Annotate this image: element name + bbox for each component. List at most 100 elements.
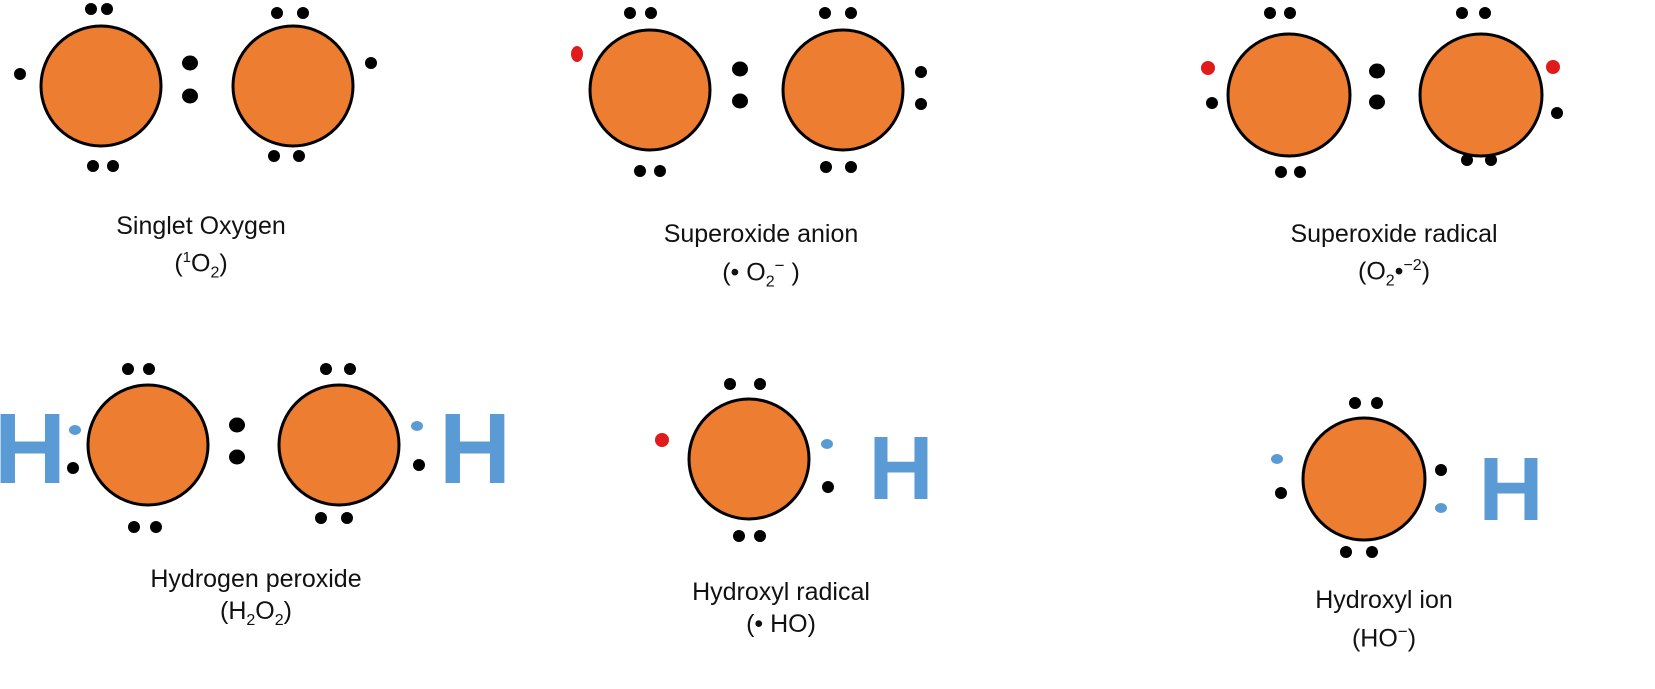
hydrogen-atom-label: H [869, 419, 934, 519]
oxygen-atom [1418, 32, 1544, 158]
hydrogen-atom-label: H [1479, 440, 1544, 540]
electron [754, 378, 766, 390]
electron [820, 161, 832, 173]
molecule-name: Singlet Oxygen [116, 212, 286, 240]
electron [733, 530, 745, 542]
electron [1485, 154, 1497, 166]
shared-electron [732, 93, 748, 109]
electron [101, 3, 113, 15]
electron [724, 378, 736, 390]
electron [85, 3, 97, 15]
electron [1284, 7, 1296, 19]
electron [915, 98, 927, 110]
electron [271, 7, 283, 19]
electron [87, 160, 99, 172]
caption-superoxide-radical: Superoxide radical (O2•−2) [1184, 218, 1604, 297]
electron [143, 363, 155, 375]
electron [1479, 7, 1491, 19]
oxygen-atom [1301, 416, 1427, 542]
hydrogen-atom-label: H [0, 393, 66, 505]
molecule-formula: (• O2− ) [722, 256, 800, 291]
electron [1456, 7, 1468, 19]
electron [845, 7, 857, 19]
molecule-name: Hydroxyl radical [692, 578, 870, 606]
electron [14, 68, 26, 80]
electron [1461, 154, 1473, 166]
unpaired-electron [655, 433, 669, 447]
molecule-name: Superoxide radical [1290, 220, 1498, 248]
oxygen-atom [86, 383, 210, 507]
electron [128, 521, 140, 533]
electron [315, 512, 327, 524]
oxygen-atom [277, 383, 401, 507]
oxygen-atom [687, 397, 811, 521]
shared-electron [229, 449, 245, 465]
shared-electron [1369, 63, 1385, 79]
electron [1206, 97, 1218, 109]
oxygen-atom [39, 24, 163, 148]
electron [1264, 7, 1276, 19]
electron [293, 150, 305, 162]
electron [1435, 464, 1447, 476]
molecule-formula: (H2O2) [220, 597, 292, 629]
electron [107, 160, 119, 172]
unpaired-electron [1546, 60, 1560, 74]
electron [845, 161, 857, 173]
unpaired-electron [571, 46, 583, 62]
hydrogen-electron [821, 439, 833, 449]
electron [344, 363, 356, 375]
oxygen-atom [231, 24, 355, 148]
molecule-name: Hydrogen peroxide [150, 565, 362, 593]
electron [341, 512, 353, 524]
electron [297, 7, 309, 19]
electron [122, 363, 134, 375]
caption-superoxide-anion: Superoxide anion (• O2− ) [551, 218, 971, 298]
caption-hydroxyl-ion: Hydroxyl ion (HO−) [1174, 584, 1594, 654]
caption-hydroxyl-radical: Hydroxyl radical (• HO) [571, 576, 991, 640]
hydrogen-electron [1435, 503, 1447, 513]
electron [1340, 546, 1352, 558]
hydrogen-electron [1271, 454, 1283, 464]
molecule-formula: (HO−) [1351, 622, 1417, 653]
electron [1294, 166, 1306, 178]
electron [1371, 397, 1383, 409]
shared-electron [182, 55, 198, 71]
electron [819, 7, 831, 19]
caption-hydrogen-peroxide: Hydrogen peroxide (H2O2) [46, 563, 466, 637]
shared-electron [732, 61, 748, 77]
oxygen-atom [781, 28, 905, 152]
hydrogen-atom-label: H [439, 393, 511, 505]
oxygen-atom [588, 28, 712, 152]
molecule-formula: (O2•−2) [1357, 257, 1431, 290]
electron [320, 363, 332, 375]
molecule-formula: (• HO) [746, 610, 816, 638]
electron [1349, 397, 1361, 409]
shared-electron [182, 88, 198, 104]
electron [1275, 487, 1287, 499]
electron [413, 459, 425, 471]
electron [67, 462, 79, 474]
unpaired-electron [1201, 61, 1215, 75]
electron [268, 150, 280, 162]
hydrogen-electron [411, 421, 423, 431]
shared-electron [1369, 94, 1385, 110]
electron [654, 165, 666, 177]
electron [1275, 166, 1287, 178]
electron [822, 481, 834, 493]
molecule-name: Hydroxyl ion [1315, 586, 1453, 614]
caption-singlet-oxygen: Singlet Oxygen (1O2) [0, 210, 411, 289]
electron [365, 57, 377, 69]
electron [150, 521, 162, 533]
electron [1366, 546, 1378, 558]
electron [915, 66, 927, 78]
hydrogen-electron [69, 425, 81, 435]
molecule-name: Superoxide anion [663, 220, 859, 248]
electron [634, 165, 646, 177]
oxygen-atom [1226, 32, 1352, 158]
electron [624, 7, 636, 19]
electron [645, 7, 657, 19]
electron [754, 530, 766, 542]
shared-electron [229, 417, 245, 433]
